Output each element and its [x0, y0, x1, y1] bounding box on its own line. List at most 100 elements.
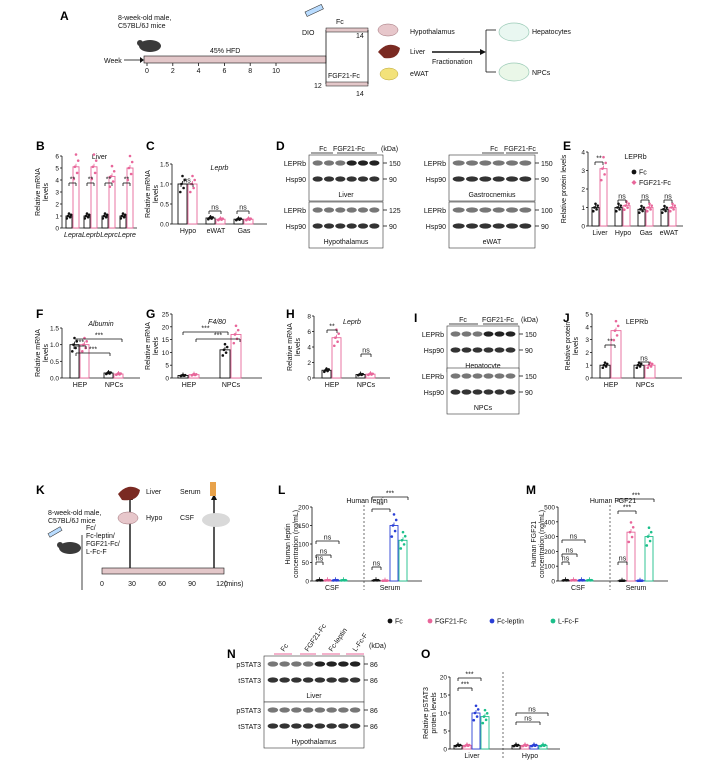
hfd-bar: [143, 55, 327, 64]
time-bar: [101, 567, 225, 575]
blot-band: [312, 176, 323, 182]
blot-band: [450, 347, 461, 353]
significance-label: ns: [524, 716, 532, 723]
significance-label: ***: [76, 340, 84, 347]
blot-band: [314, 723, 326, 729]
bar: [187, 183, 198, 225]
data-point: [647, 206, 650, 209]
blot-band: [349, 723, 361, 729]
y-tick-label: 3: [581, 168, 585, 175]
y-axis-label: Human FGF21concentration (ng/mL): [531, 510, 546, 578]
significance-label: ***: [201, 326, 209, 333]
data-point: [103, 212, 107, 215]
blot-band: [369, 176, 380, 182]
label-line: protein levels: [431, 692, 438, 734]
label-line: Relative pSTAT3: [423, 687, 430, 739]
data-point: [371, 372, 375, 376]
data-point: [109, 175, 113, 178]
data-point: [189, 190, 192, 194]
blot-band: [494, 331, 505, 337]
category-label: Liver: [464, 753, 480, 760]
significance-label: ***: [386, 491, 394, 498]
y-tick-label: 1.0: [50, 342, 59, 349]
timeline-tick-label: 6: [222, 68, 226, 75]
data-point: [179, 190, 182, 194]
petri-dish-icon: [498, 62, 530, 82]
blot-band: [466, 176, 478, 182]
significance-label: ns: [528, 707, 536, 714]
label-line: Human leptin: [285, 523, 292, 564]
data-point: [458, 743, 462, 747]
data-point: [602, 155, 605, 159]
time-tick-label: 90: [188, 581, 196, 588]
mouse-head-icon: [137, 40, 143, 46]
data-point: [325, 367, 328, 371]
significance-label: ns: [640, 356, 648, 363]
category-label: Gas: [640, 230, 653, 237]
blot-tissue-label: NPCs: [474, 405, 493, 412]
data-point: [649, 365, 653, 368]
molecular-weight-label: 150: [389, 161, 401, 168]
blot-band: [472, 373, 483, 379]
data-point: [399, 547, 403, 550]
chart-title: Liver: [92, 154, 108, 161]
timeline-tick-label: 0: [145, 68, 149, 75]
blot-band: [505, 331, 516, 337]
group-label: FGF21-Fc: [504, 146, 536, 153]
data-point: [616, 206, 619, 209]
syringe-icon: [47, 526, 63, 538]
y-tick-label: 5: [443, 729, 447, 736]
data-point: [361, 372, 365, 376]
category-label: Hypo: [615, 230, 631, 237]
category-label: Lepre: [118, 232, 136, 239]
data-point: [104, 215, 108, 219]
serum-tube-icon: [210, 482, 216, 496]
molecular-weight-label: 90: [541, 224, 549, 231]
bar: [626, 531, 636, 582]
data-point: [84, 214, 88, 218]
panel-label-n: N: [227, 647, 236, 661]
group-label: FGF21-Fc: [304, 623, 328, 654]
data-point: [65, 217, 69, 220]
y-tick-label: 5: [55, 166, 59, 173]
data-point: [647, 363, 651, 367]
fc-label: Fc: [336, 19, 344, 26]
data-point: [68, 215, 72, 219]
y-tick-label: 100: [298, 542, 309, 549]
y-tick-label: 1.5: [160, 162, 169, 169]
blot-band: [519, 160, 532, 166]
y-axis-label: Relative mRNAlevels: [145, 170, 160, 218]
blot-band: [461, 389, 472, 395]
label-line: C57BL/6J mice: [48, 518, 96, 525]
bar: [599, 168, 608, 227]
blot-band: [326, 723, 337, 729]
data-point: [181, 174, 184, 178]
blot-row-label: LEPRb: [284, 161, 306, 168]
data-point: [622, 579, 626, 582]
y-tick-label: 1: [581, 205, 585, 212]
data-point: [566, 578, 569, 582]
significance-label: **: [329, 324, 335, 331]
data-point: [320, 578, 324, 582]
molecular-weight-label: 86: [370, 678, 378, 685]
brain-icon: [117, 511, 139, 525]
data-point: [73, 165, 77, 169]
data-point: [623, 208, 626, 212]
data-point: [83, 217, 87, 220]
data-point: [601, 366, 605, 370]
kda-label: (kDa): [369, 643, 386, 650]
y-tick-label: 10: [440, 711, 448, 718]
mouse-head-icon: [57, 542, 63, 548]
blot-band: [466, 160, 478, 166]
data-point: [646, 209, 649, 213]
label-line: Human FGF21: [531, 521, 538, 567]
category-label: HEP: [604, 382, 619, 389]
brain-icon: [377, 23, 399, 37]
molecular-weight-label: 150: [525, 374, 537, 381]
label-line: FGF21-Fc/: [86, 541, 120, 548]
treatments-label: Fc/Fc-leptin/FGF21-Fc/L-Fc-F: [86, 525, 120, 556]
data-point: [66, 214, 70, 218]
significance-label: ns: [641, 194, 649, 201]
data-point: [582, 578, 585, 582]
significance-label: **: [88, 177, 94, 184]
